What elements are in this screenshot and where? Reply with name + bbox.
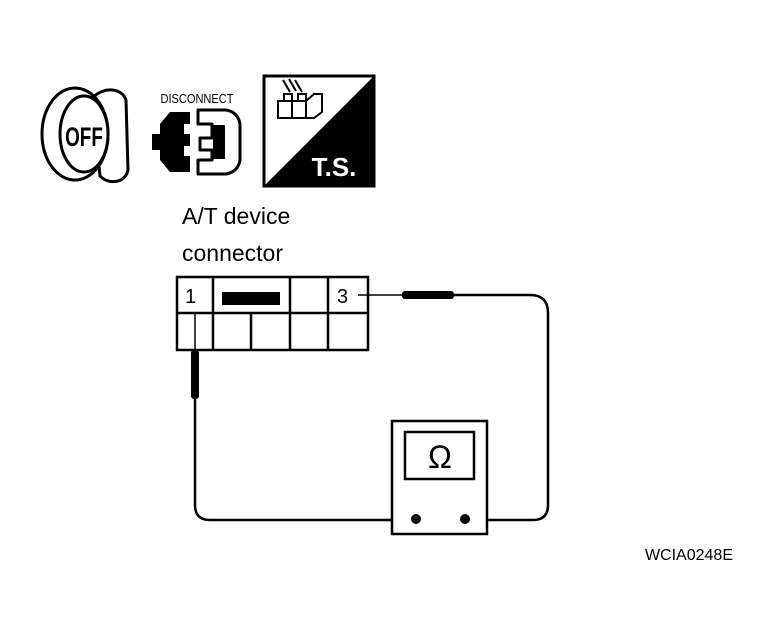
pin-label-3: 3 [337,286,348,308]
terminal-side-icon: T.S. [262,74,376,188]
connector-disconnect-icon: DISCONNECT [152,91,242,176]
connector-face [175,275,370,352]
figure-code: WCIA0248E [645,547,733,564]
meter-terminal-right [460,514,470,524]
ignition-off-label: OFF [65,122,103,152]
test-lead-pin3 [358,291,550,522]
terminal-side-label: T.S. [312,152,357,182]
disconnect-label: DISCONNECT [161,91,235,106]
ignition-key-off-icon: OFF [40,86,130,184]
connector-key-marker [222,292,280,305]
test-lead-pin1 [191,313,413,522]
ohm-symbol: Ω [428,439,452,475]
connector-title-line2: connector [182,240,283,266]
pin-label-1: 1 [185,286,196,308]
ohmmeter-icon: Ω [390,419,489,536]
meter-terminal-left [411,514,421,524]
connector-title-line1: A/T device [182,203,290,229]
